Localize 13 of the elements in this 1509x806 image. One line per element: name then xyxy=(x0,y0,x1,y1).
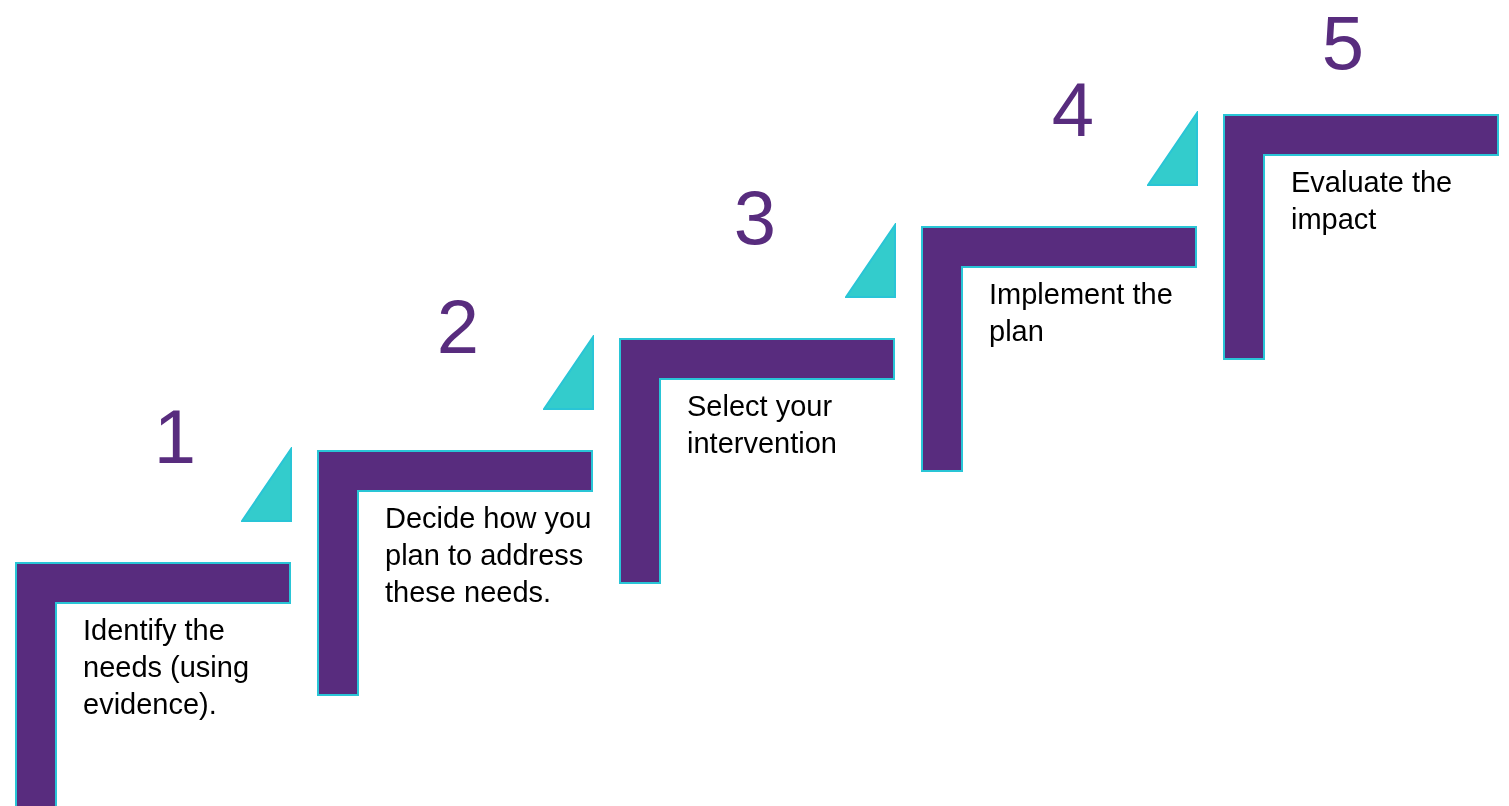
step-shape xyxy=(15,562,292,806)
step-number: 2 xyxy=(435,287,481,367)
step-number: 3 xyxy=(732,178,778,258)
step-label: Evaluate the impact xyxy=(1291,165,1454,237)
step-label: Decide how you plan to address these needs. xyxy=(385,501,593,610)
step-number: 5 xyxy=(1320,3,1366,83)
step-number: 4 xyxy=(1050,70,1096,150)
step-shape xyxy=(1223,114,1500,360)
step-number: 1 xyxy=(152,397,198,477)
step-shape xyxy=(619,338,896,584)
step-label: Implement the plan xyxy=(989,277,1174,349)
step-label: Select your intervention xyxy=(687,389,838,461)
step-label: Identify the needs (using evidence). xyxy=(83,613,251,722)
